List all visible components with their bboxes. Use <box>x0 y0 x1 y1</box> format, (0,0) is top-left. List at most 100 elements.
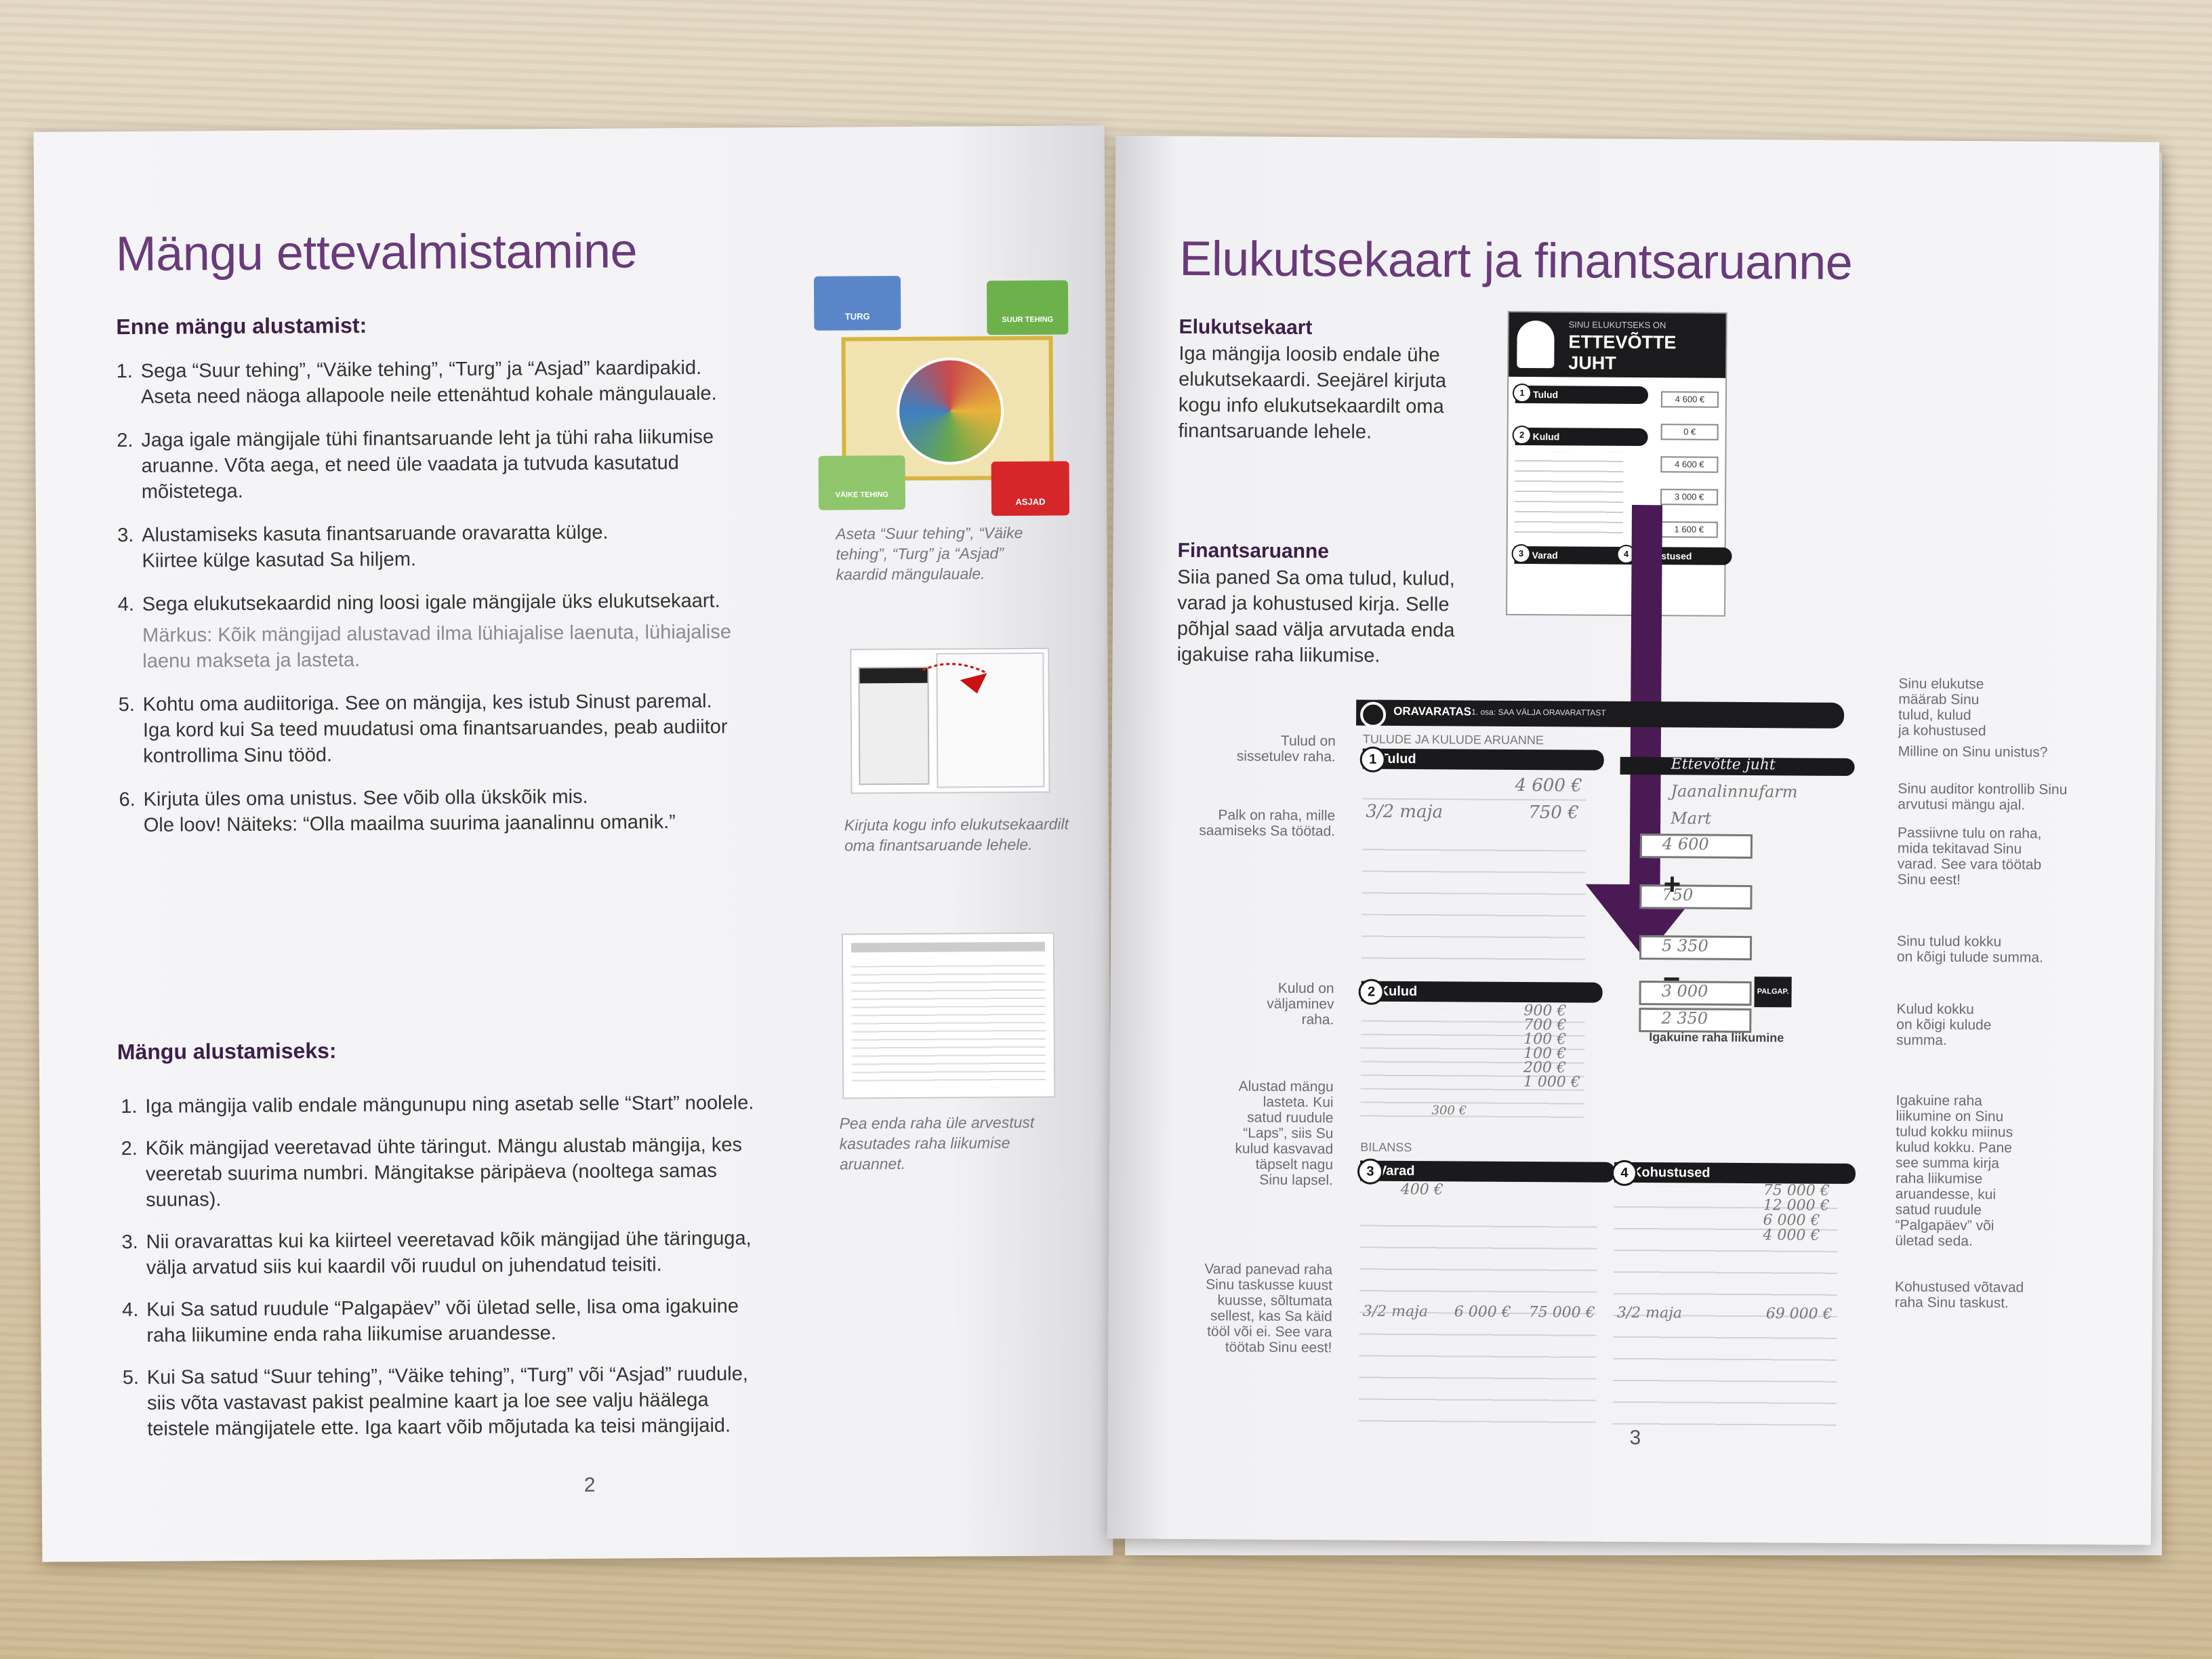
hand-kinnisvara-value: 750 € <box>1528 802 1579 823</box>
annotation-line: väljaminev <box>1267 996 1334 1012</box>
card-calc-box: 4 600 € <box>1660 456 1719 473</box>
annotation-line: täpselt nagu <box>1255 1156 1334 1173</box>
annotation-line: kuusse, sõltumata <box>1217 1292 1332 1309</box>
hand-kulud-value: 1 000 € <box>1523 1073 1580 1091</box>
calc-box: 3 000 <box>1639 981 1752 1006</box>
step-text-line: Kohtu oma audiitoriga. See on mängija, k… <box>142 690 712 716</box>
caption-line: Kirjuta kogu info elukutsekaardilt <box>844 815 1069 834</box>
step-text-line: Kirjuta üles oma unistus. See võib olla … <box>143 785 588 811</box>
annotation-line: tööl või ei. See vara <box>1207 1324 1332 1340</box>
annotation-line: tulud, kulud <box>1898 707 1971 724</box>
igakuine-label: Igakuine raha liikumine <box>1649 1030 1784 1045</box>
page-number-right: 3 <box>1629 1426 1641 1450</box>
annotation-line: tulud kokku miinus <box>1896 1124 2013 1141</box>
left-page: Mängu ettevalmistamine Enne mängu alusta… <box>33 125 1113 1562</box>
card-varad-label: Varad <box>1532 550 1558 561</box>
annotation-line: aruandesse, kui <box>1895 1186 1996 1203</box>
note-line: laenu makseta ja lasteta. <box>142 649 361 672</box>
sheet-header-small: 1. osa: SAA VÄLJA ORAVARATTAST <box>1471 707 1606 718</box>
annotation-line: varad. See vara töötab <box>1897 856 2042 873</box>
annotation-line: raha liikumise <box>1895 1170 1983 1187</box>
card-tulud-label: Tulud <box>1532 389 1559 401</box>
caption-line: tehing”, “Turg” ja “Asjad” <box>836 544 1004 563</box>
annotation-line: Varad panevad raha <box>1204 1261 1333 1278</box>
finance-report-text-line: varad ja kohustused kirja. Selle <box>1177 592 1450 616</box>
hand-lapsed: 300 € <box>1431 1103 1467 1118</box>
step-text-line: aruanne. Võta aega, et need üle vaadata … <box>141 452 679 477</box>
page-number-left: 2 <box>583 1473 596 1496</box>
hand-varad-maja: 3/2 maja <box>1362 1303 1429 1321</box>
hand-kohustused-value: 4 000 € <box>1763 1227 1820 1244</box>
annotation-line: satud ruudule <box>1895 1202 1982 1218</box>
board-wheel <box>896 357 1004 466</box>
steps-before-start: 1.Sega “Suur tehing”, “Väike tehing”, “T… <box>117 354 811 856</box>
finance-report-heading: Finantsaruanne <box>1177 539 1330 563</box>
step-text-line: Kui Sa satud “Suur tehing”, “Väike tehin… <box>146 1363 748 1389</box>
annotation-line: kulud kasvavad <box>1235 1141 1334 1158</box>
annotation-line: Igakuine raha <box>1896 1092 1982 1109</box>
card-suur-tehing: SUUR TEHING <box>986 280 1069 335</box>
calc-value: 2 350 <box>1661 1008 1708 1028</box>
annotation-line: see summa kirja <box>1896 1155 2000 1172</box>
step-item: 5. Kohtu oma audiitoriga. See on mängija,… <box>119 688 811 769</box>
finance-report-text: Siia paned Sa oma tulud, kulud,varad ja … <box>1177 565 1455 669</box>
card-calc-box: 3 000 € <box>1660 489 1719 506</box>
note-line: Märkus: Kõik mängijad alustavad ilma lüh… <box>142 621 732 647</box>
annotation-line: Kulud on <box>1277 980 1334 997</box>
hand-varad-saast: 400 € <box>1400 1181 1443 1199</box>
kohustused-values: 75 000 €12 000 €6 000 €4 000 € <box>1763 1182 1830 1244</box>
thumb-table-header <box>851 941 1045 953</box>
career-card-job: ETTEVÕTTE JUHT <box>1568 331 1677 373</box>
annotation-line: raha. <box>1301 1012 1334 1028</box>
annotation-line: Sinu eest! <box>1897 872 1961 888</box>
sheet-varad-label: Varad <box>1377 1163 1415 1179</box>
annotation-line: sellest, kas Sa käid <box>1210 1308 1332 1325</box>
annotation-line: lasteta. Kui <box>1263 1094 1334 1111</box>
step-item: 2.Kõik mängijad veeretavad ühte täringut… <box>121 1131 854 1213</box>
caption-line: kaardid mängulauale. <box>836 565 985 583</box>
card-asjad-label: ASJAD <box>1015 496 1046 508</box>
step-text-line: Aseta need näoga allapoole neile ettenäh… <box>140 382 717 408</box>
step-text-line: kontrollima Sinu tööd. <box>143 744 333 767</box>
annotation-line: Sinu taskusse kuust <box>1206 1277 1333 1294</box>
annotation-line: arvutusi mängu ajal. <box>1898 796 2026 813</box>
wheel-icon <box>1360 701 1387 728</box>
thumb-table-rows <box>851 958 1046 1088</box>
annotation-line: summa. <box>1896 1032 1947 1048</box>
step-text-line: Jaga igale mängijale tühi finantsaruande… <box>141 426 714 451</box>
calc-box: 4 600 <box>1639 834 1753 859</box>
sheet-kohustused-label: Kohustused <box>1631 1164 1711 1181</box>
step-number: 4. <box>122 1298 139 1322</box>
annotation-line: Milline on Sinu unistus? <box>1898 743 2048 760</box>
card-turg: TURG <box>813 276 901 331</box>
tulud-rows <box>1361 828 1586 966</box>
plus-sign: + <box>1663 867 1681 901</box>
hand-unistus: Jaanalinnufarm <box>1671 781 1798 802</box>
right-page: Elukutsekaart ja finantsaruanne Elukutse… <box>1107 136 2160 1545</box>
annotation-line: Sinu elukutse <box>1898 676 1984 693</box>
step-text-line: Kui Sa satud ruudule “Palgapäev” või üle… <box>146 1295 739 1321</box>
annotation-line: mida tekitavad Sinu <box>1897 840 2022 857</box>
finance-report-text-line: Siia paned Sa oma tulud, kulud, <box>1177 566 1455 590</box>
step-item: 3.Alustamiseks kasuta finantsaruande ora… <box>117 518 808 574</box>
annotation-line: ületad seda. <box>1895 1233 1973 1250</box>
caption-line: Pea enda raha üle arvestust <box>839 1113 1035 1132</box>
annotation-line: saamiseks Sa töötad. <box>1199 823 1336 840</box>
note: Märkus: Kõik mängijad alustavad ilma lüh… <box>142 619 809 674</box>
step-text-line: Sega “Suur tehing”, “Väike tehing”, “Tur… <box>140 356 702 382</box>
step-number: 2. <box>121 1137 138 1160</box>
step-number: 5. <box>118 693 136 716</box>
step-number: 6. <box>119 788 136 811</box>
caption-line: aruannet. <box>839 1155 906 1173</box>
